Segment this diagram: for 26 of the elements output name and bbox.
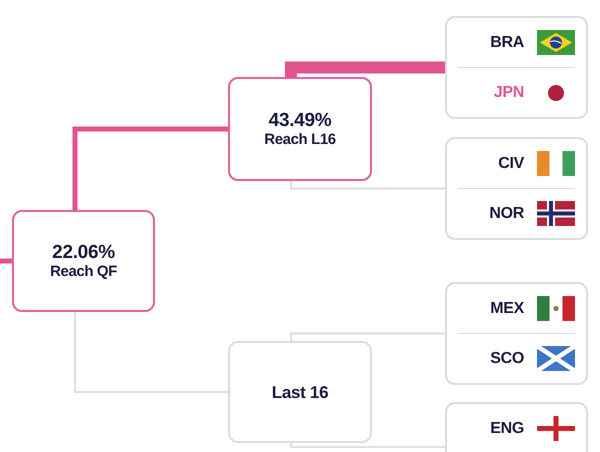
bracket-line [285,62,445,77]
round-label: Last 16 [272,382,328,402]
team-code: BRA [490,34,524,52]
team-code: SCO [490,350,524,368]
probability-value: 43.49% [268,110,332,131]
match-card [445,16,588,119]
team-code: ENG [490,420,524,438]
round-box [228,77,372,181]
match-card [445,137,588,240]
match-card [445,402,588,452]
bracket-line [0,258,12,264]
team-code: NOR [489,204,524,222]
team-code: CIV [498,154,524,172]
probability-value: 22.06% [52,242,115,263]
round-box [12,210,155,312]
bracket-line [290,332,445,341]
team-code: JPN [494,84,524,102]
bracket-line [290,443,445,448]
round-label: Reach QF [50,263,117,280]
team-code: MEX [490,300,524,318]
round-label: Reach L16 [264,131,336,148]
bracket-line [290,181,445,190]
match-card [445,282,588,385]
bracket-line [74,312,228,393]
round-box [228,341,372,443]
bracket-line [72,126,228,210]
